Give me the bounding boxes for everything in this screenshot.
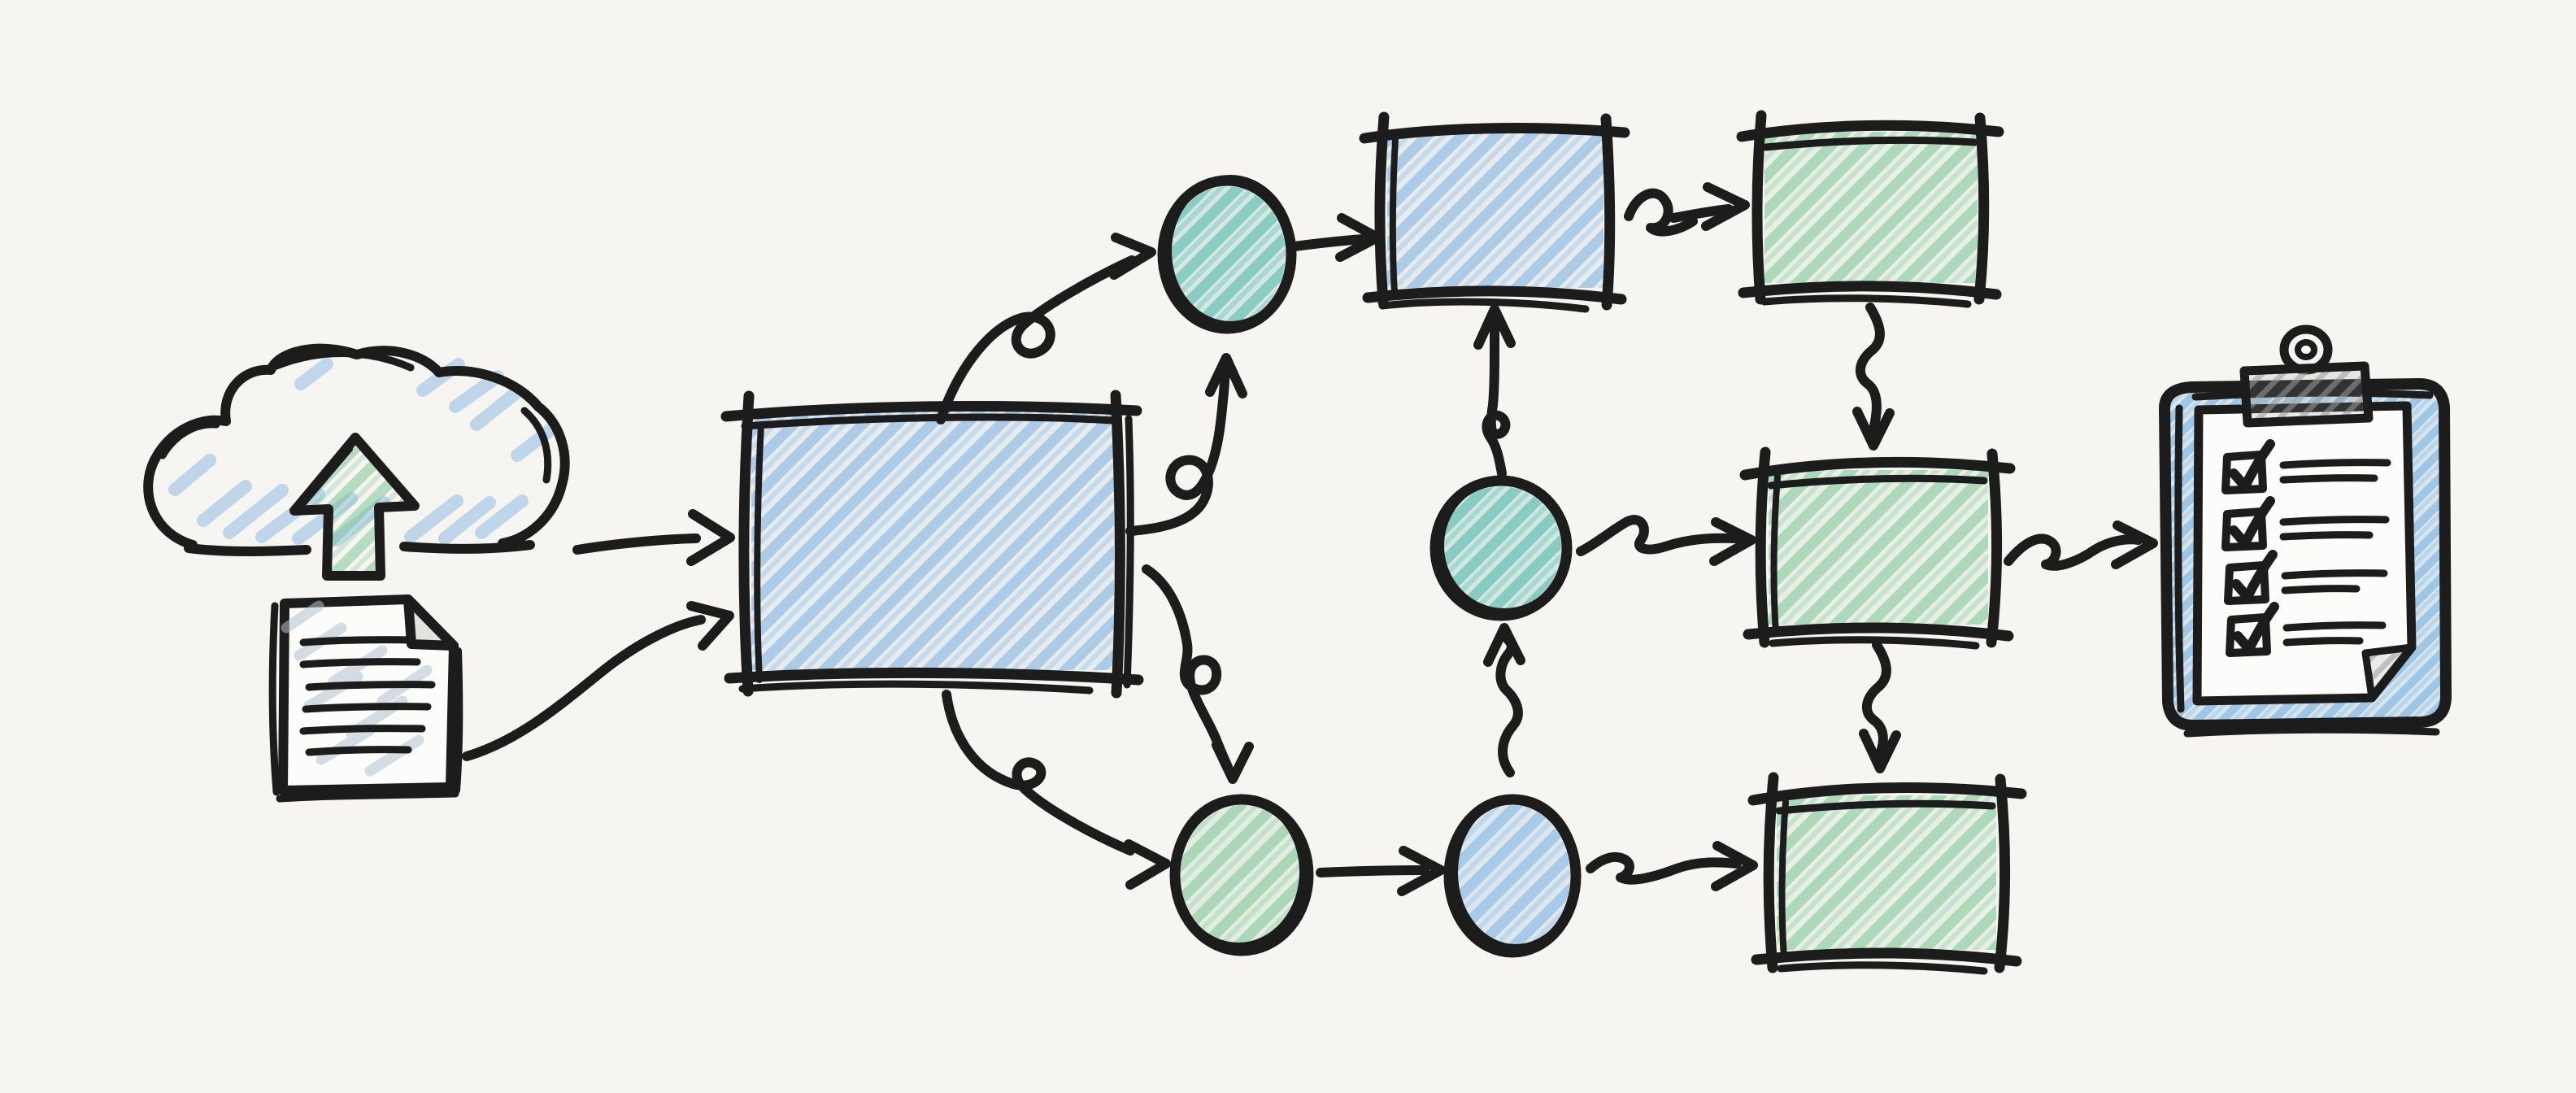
checkbox-icon xyxy=(2226,613,2271,657)
box-top-green xyxy=(1736,110,2004,308)
box-top-blue xyxy=(1359,111,1630,313)
ink-layer xyxy=(143,110,2452,975)
checkbox-icon xyxy=(2221,451,2267,494)
checklist xyxy=(2221,439,2391,657)
arrow-blue-circle-to-bottom-green xyxy=(1586,841,1758,891)
upload-arrow-icon xyxy=(289,433,420,581)
paper-dog-ear-icon xyxy=(2361,643,2416,702)
circle-bottom-green xyxy=(1169,794,1314,956)
arrow-cloud-to-main xyxy=(572,509,735,566)
arrow-mid-green-to-bottom-green xyxy=(1859,640,1901,773)
arrow-document-to-main xyxy=(462,601,734,761)
circle-bottom-blue xyxy=(1443,794,1582,958)
arrow-mid-circle-to-blue-box xyxy=(1473,304,1516,478)
box-bottom-green xyxy=(1747,772,2027,975)
clipboard-clip-icon xyxy=(2239,324,2374,428)
checklist-row xyxy=(2224,550,2388,605)
arrow-main-to-top-circle-right xyxy=(1125,353,1247,536)
main-process-box xyxy=(720,390,1144,699)
document-dog-ear-icon xyxy=(403,594,459,651)
checkbox-icon xyxy=(2221,507,2267,551)
arrow-mid-green-to-clipboard xyxy=(2004,520,2158,571)
document-text-lines xyxy=(299,636,436,756)
checklist-row xyxy=(2221,439,2391,494)
stage-circle-top xyxy=(1157,175,1297,334)
arrow-blue-box-to-green-box xyxy=(1624,182,1750,237)
arrow-main-to-green-circle-right xyxy=(1142,564,1254,784)
arrow-green-circle-to-blue-circle xyxy=(1316,846,1446,896)
arrow-mid-circle-to-mid-green xyxy=(1576,515,1756,566)
checklist-row xyxy=(2221,496,2390,551)
arrow-main-to-top-circle-left xyxy=(936,233,1156,425)
checkmark-icon xyxy=(2229,496,2275,548)
arrow-blue-circle-to-mid-circle xyxy=(1483,623,1525,777)
arrow-green-box-to-mid-green xyxy=(1852,303,1895,451)
box-mid-green xyxy=(1739,446,2016,650)
checkmark-icon xyxy=(2229,439,2275,491)
cloud-upload-icon xyxy=(143,343,570,581)
clipboard-checklist-icon xyxy=(2159,324,2452,738)
document-icon xyxy=(268,594,463,803)
circle-mid-teal xyxy=(1429,475,1573,621)
checklist-row xyxy=(2226,602,2387,657)
checkmark-icon xyxy=(2233,602,2279,654)
checkmark-icon xyxy=(2231,550,2278,602)
arrow-main-to-green-circle-left xyxy=(942,690,1171,890)
checkbox-icon xyxy=(2224,561,2269,605)
